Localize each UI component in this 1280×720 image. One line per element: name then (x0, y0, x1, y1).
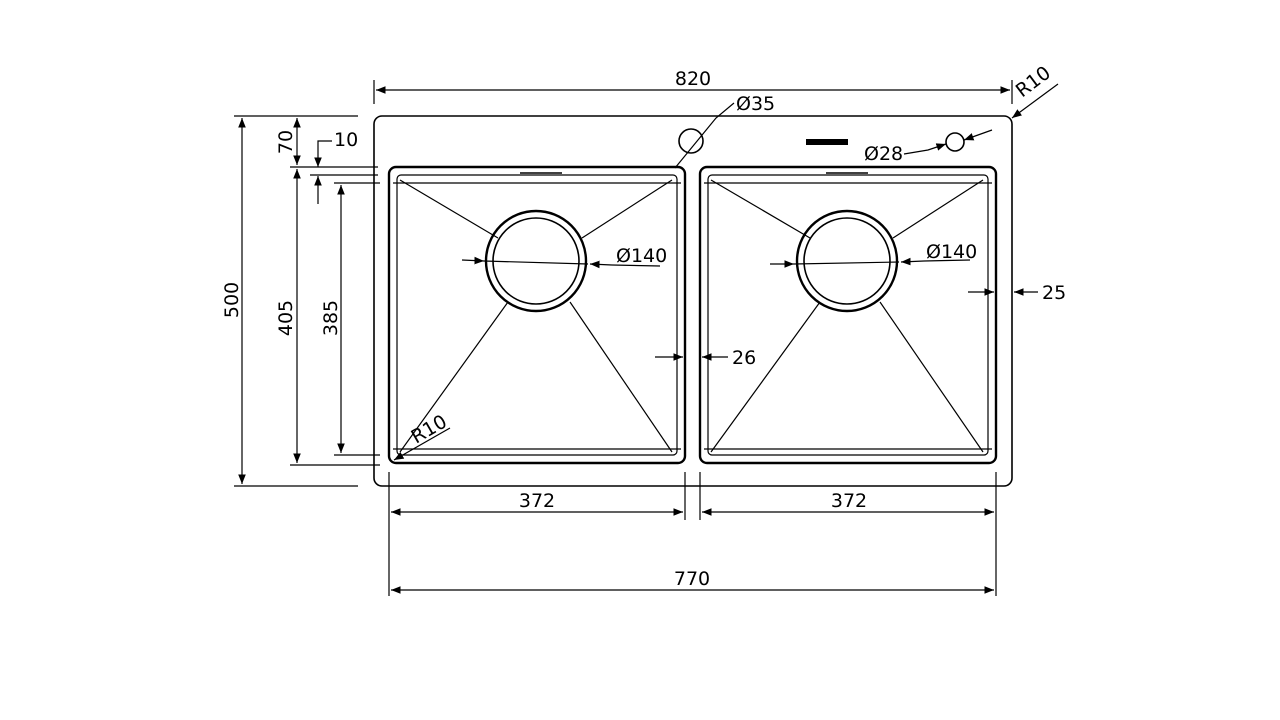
label-side-hole: Ø28 (864, 143, 903, 165)
right-bowl (698, 165, 998, 465)
dim-overall-depth: 500 (221, 115, 358, 487)
label-left-bowl-width: 372 (519, 490, 555, 512)
label-rim-step: 10 (334, 129, 358, 151)
label-tap-hole: Ø35 (736, 93, 775, 115)
dim-side-wall: 25 (968, 282, 1066, 304)
dim-rim-to-bowl: 70 (275, 118, 378, 168)
brand-logo-mark (806, 139, 848, 145)
label-right-bowl-width: 372 (831, 490, 867, 512)
dim-outer-corner-radius: R10 (1011, 62, 1059, 119)
label-overall-depth: 500 (221, 282, 243, 318)
label-bowl-depth-outer: 405 (275, 300, 297, 336)
dim-side-hole: Ø28 (864, 129, 993, 165)
label-bowl-depth-inner: 385 (320, 300, 342, 336)
dim-bowl-widths: 372 372 770 (388, 472, 997, 596)
dim-overall-width: 820 (373, 68, 1013, 104)
label-bowl-radius: R10 (408, 411, 451, 449)
dim-right-drain: Ø140 (770, 241, 977, 268)
sink-outline (373, 115, 1013, 487)
left-drain-inner (492, 217, 580, 305)
dim-bowl-depth-inner: 385 (320, 182, 380, 456)
tap-hole (678, 128, 704, 154)
right-drain-inner (803, 217, 891, 305)
label-right-drain: Ø140 (926, 241, 977, 263)
dim-divider: 26 (655, 347, 756, 369)
side-hole (945, 132, 965, 152)
dim-rim-step: 10 (310, 129, 378, 204)
dim-bowl-depth-outer: 405 (275, 169, 380, 466)
dim-tap-hole: Ø35 (674, 93, 775, 169)
label-left-drain: Ø140 (616, 245, 667, 267)
label-outer-radius: R10 (1012, 62, 1055, 102)
right-drain-outer (795, 209, 899, 313)
label-rim-to-bowl: 70 (275, 130, 297, 154)
label-divider: 26 (732, 347, 756, 369)
label-bowls-total-width: 770 (674, 568, 710, 590)
dim-left-drain: Ø140 (461, 245, 667, 269)
dim-bowl-corner-radius: R10 (393, 411, 451, 461)
label-overall-width: 820 (675, 68, 711, 90)
label-side-wall: 25 (1042, 282, 1066, 304)
